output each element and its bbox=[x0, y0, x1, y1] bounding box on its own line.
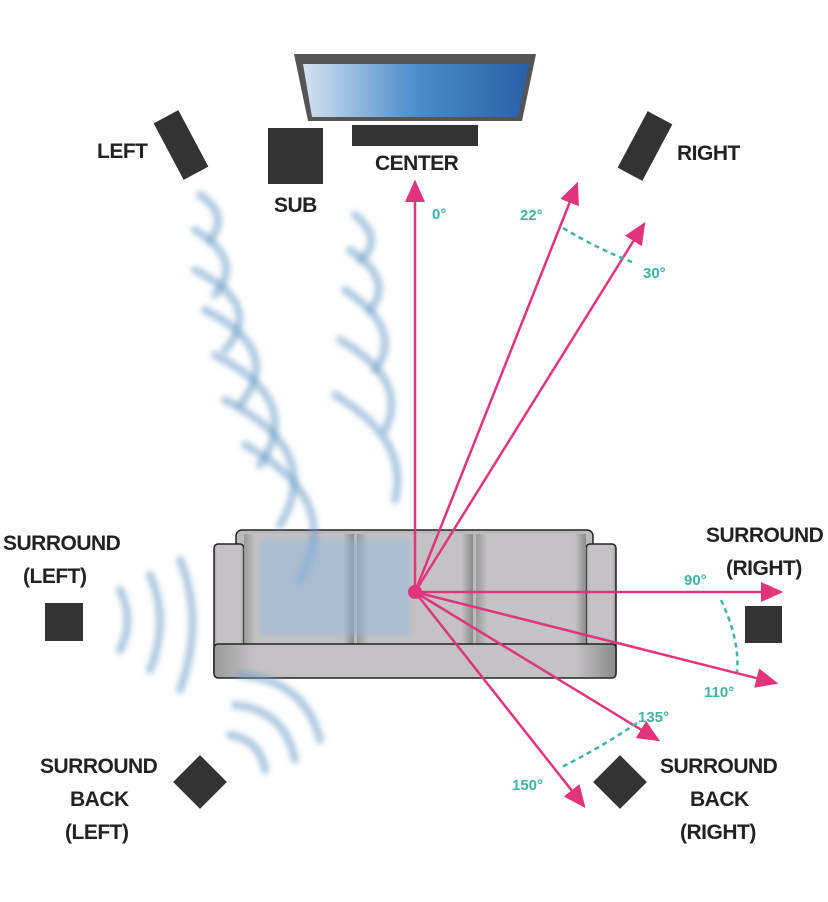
svg-text:(LEFT): (LEFT) bbox=[23, 565, 86, 588]
svg-text:SURROUND: SURROUND bbox=[706, 524, 824, 547]
ray-150 bbox=[414, 591, 586, 808]
sub-speaker bbox=[268, 128, 323, 184]
angle-0: 0° bbox=[432, 206, 446, 223]
svg-text:SURROUND: SURROUND bbox=[660, 755, 778, 778]
label-surround-back-right: SURROUND BACK (RIGHT) bbox=[660, 755, 778, 844]
svg-text:(RIGHT): (RIGHT) bbox=[726, 557, 802, 580]
angle-135: 135° bbox=[638, 709, 669, 726]
label-center: CENTER bbox=[375, 152, 459, 175]
right-speaker bbox=[617, 111, 673, 181]
angle-22: 22° bbox=[520, 207, 543, 224]
surround-left-speaker bbox=[45, 603, 83, 641]
label-right: RIGHT bbox=[677, 142, 741, 165]
angle-150: 150° bbox=[512, 777, 543, 794]
angle-110: 110° bbox=[704, 684, 734, 701]
label-surround-left: SURROUND (LEFT) bbox=[3, 532, 121, 588]
surround-back-right-speaker bbox=[593, 755, 647, 809]
ray-22 bbox=[413, 181, 579, 593]
listener-position bbox=[408, 585, 422, 599]
ray-135 bbox=[414, 590, 661, 742]
surround-right-speaker bbox=[745, 606, 782, 643]
label-sub: SUB bbox=[274, 194, 317, 217]
label-surround-right: SURROUND (RIGHT) bbox=[706, 524, 824, 580]
surround-back-left-speaker bbox=[173, 755, 227, 809]
svg-text:SURROUND: SURROUND bbox=[40, 755, 158, 778]
svg-text:BACK: BACK bbox=[70, 788, 129, 811]
sound-waves bbox=[116, 191, 410, 774]
ray-110 bbox=[414, 590, 779, 688]
angle-rays bbox=[405, 179, 784, 808]
svg-text:(LEFT): (LEFT) bbox=[65, 821, 128, 844]
ray-30 bbox=[413, 221, 646, 593]
label-left: LEFT bbox=[97, 140, 148, 163]
svg-text:SURROUND: SURROUND bbox=[3, 532, 121, 555]
center-speaker bbox=[352, 125, 478, 146]
angle-arcs bbox=[559, 226, 739, 770]
svg-text:BACK: BACK bbox=[690, 788, 749, 811]
tv-screen bbox=[294, 54, 536, 121]
left-speaker bbox=[153, 110, 209, 180]
svg-text:(RIGHT): (RIGHT) bbox=[680, 821, 756, 844]
label-surround-back-left: SURROUND BACK (LEFT) bbox=[40, 755, 158, 844]
angle-30: 30° bbox=[643, 265, 666, 282]
angle-90: 90° bbox=[684, 572, 707, 589]
